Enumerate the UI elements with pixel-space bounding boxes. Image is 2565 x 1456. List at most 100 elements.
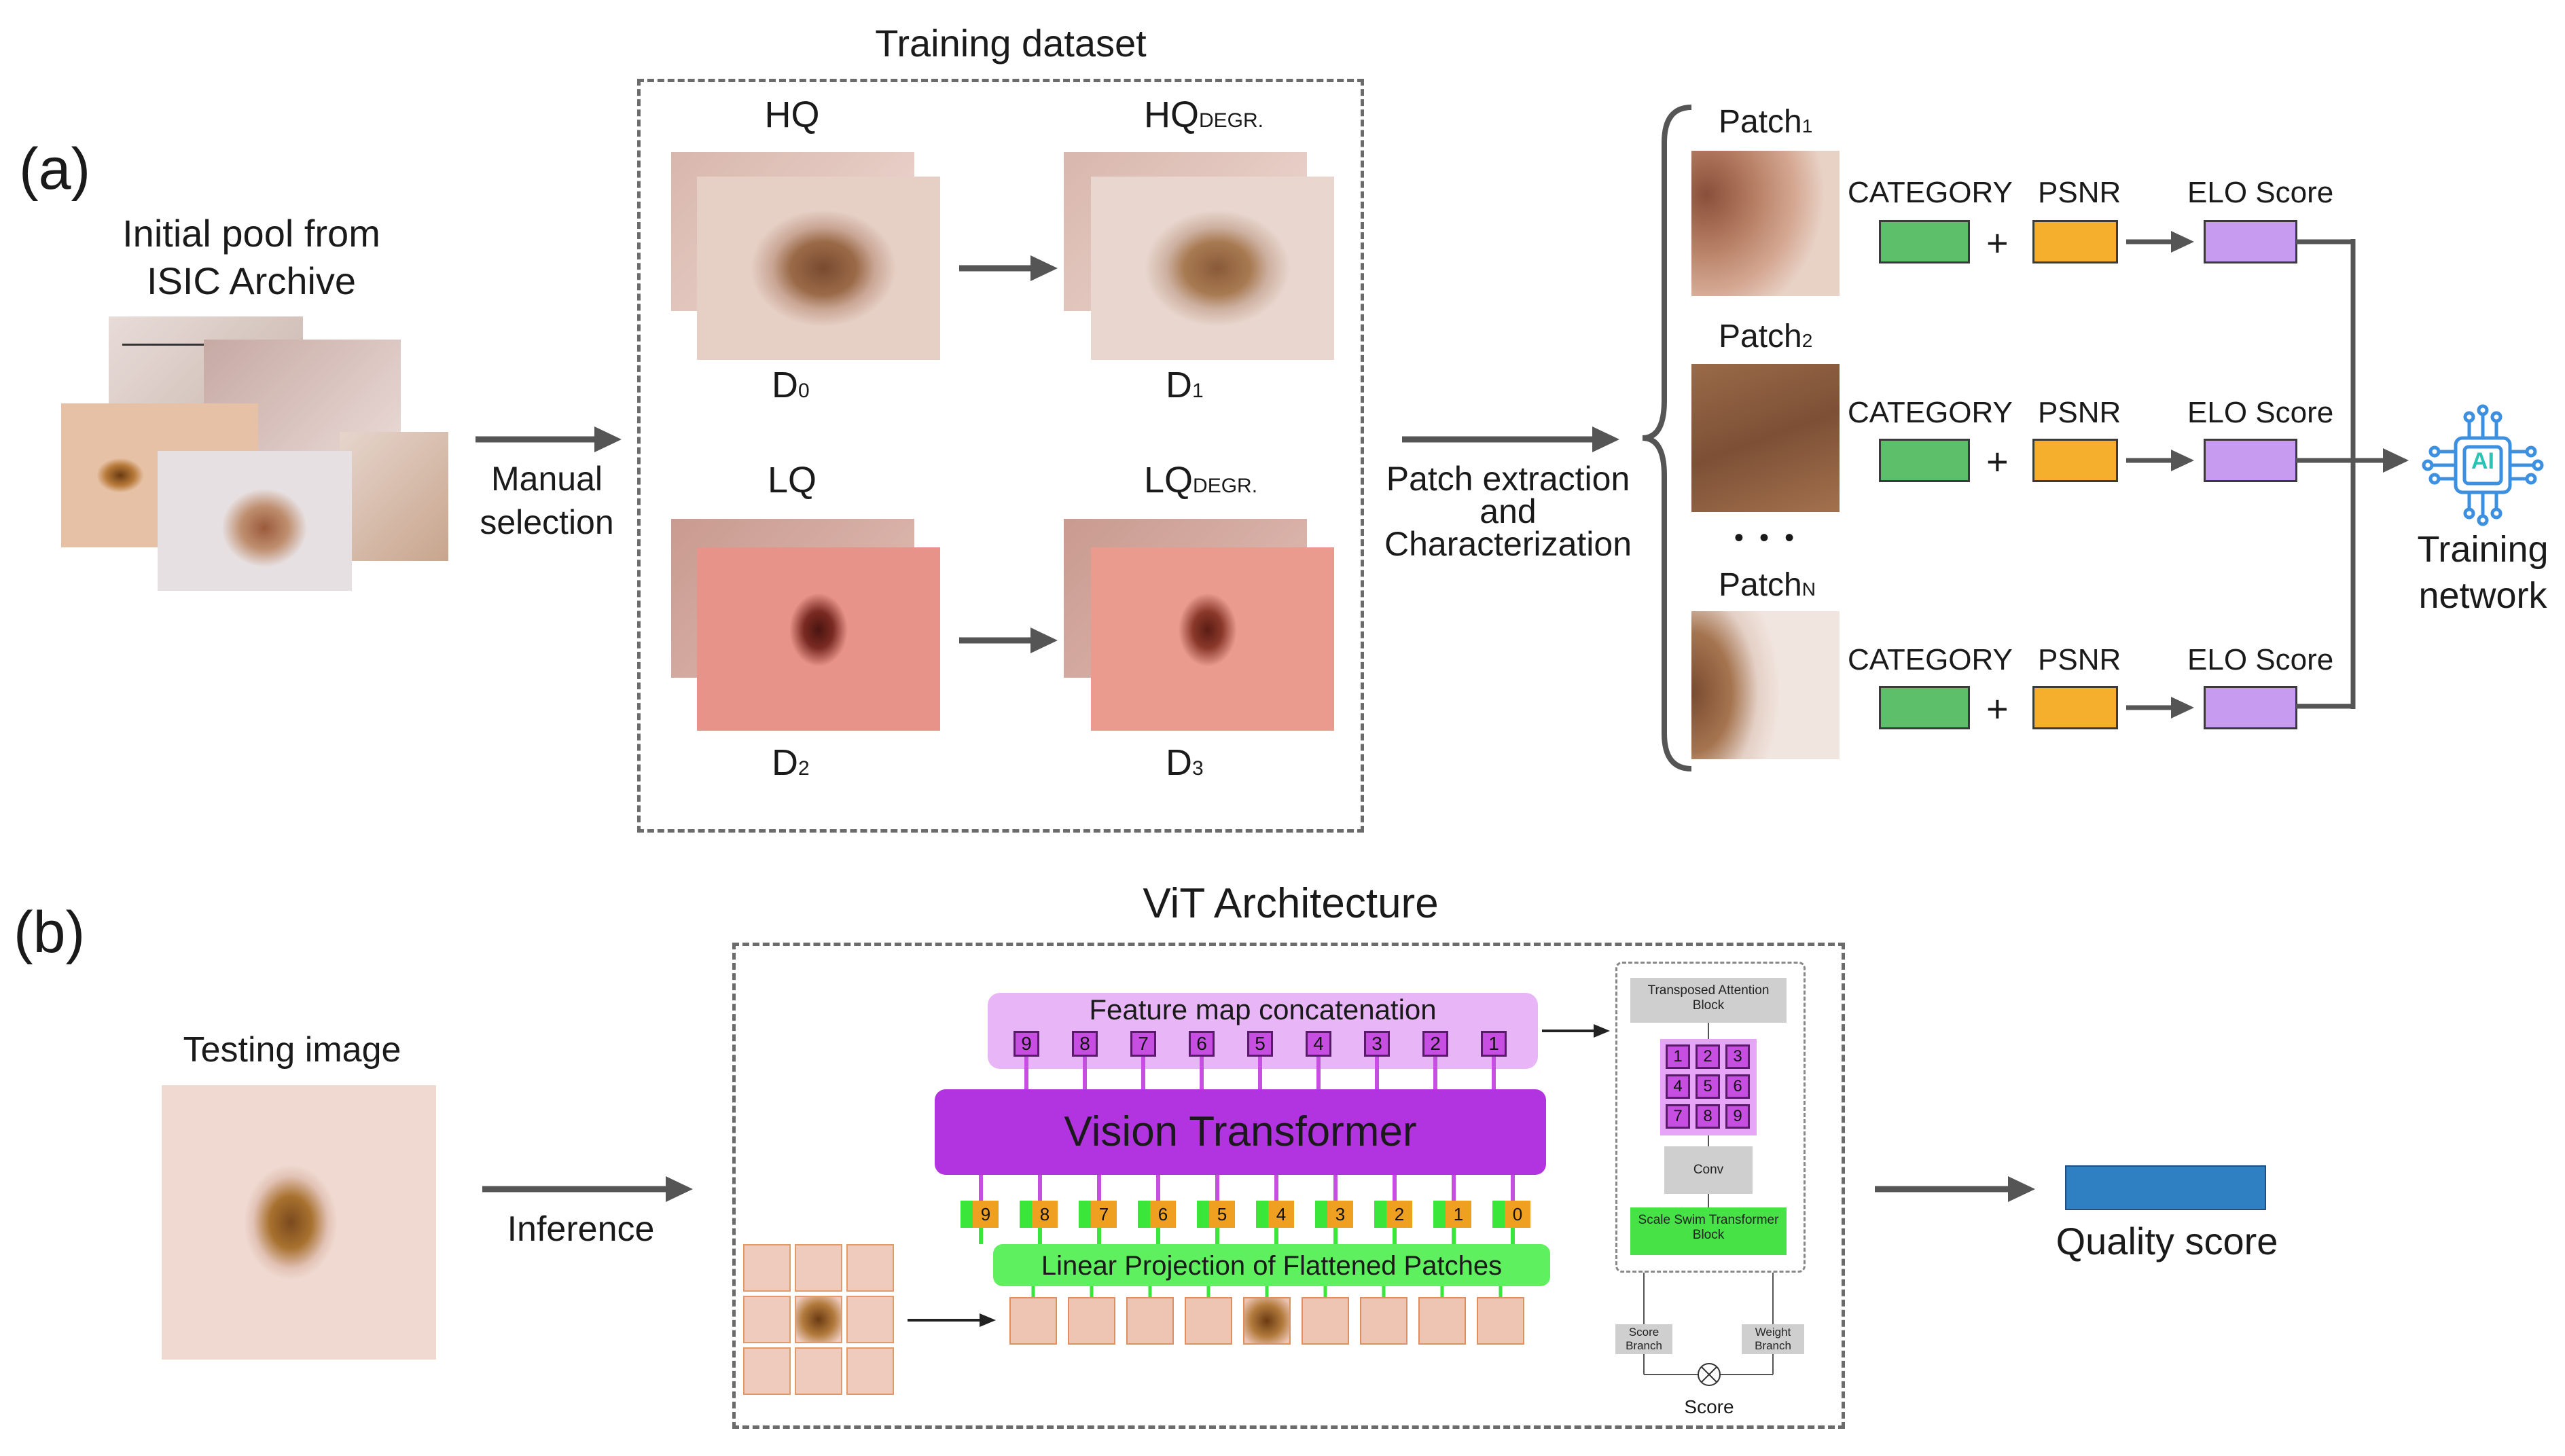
patch-extraction-line2: and [1479,492,1537,530]
hq-label: HQ [764,94,820,135]
token-position-embedding [961,1201,973,1228]
feature-number-9: 9 [1014,1031,1039,1057]
grid-patch [846,1244,894,1292]
dataset-title: Training dataset [875,22,1147,65]
conv-block: Conv [1664,1146,1753,1194]
psnr-label-2: PSNR [2038,396,2121,429]
attention-cell-6: 6 [1725,1074,1750,1099]
grid-patch [743,1347,791,1395]
feature-number-6: 6 [1189,1031,1215,1057]
attention-cell-4: 4 [1666,1074,1690,1099]
token-position-embedding [1492,1201,1505,1228]
flattened-patch [1009,1297,1057,1345]
patch-2-label: Patch2 [1719,318,1813,354]
token-8: 8 [1020,1201,1058,1228]
feature-map-label: Feature map concatenation [1089,994,1437,1025]
lq-degr-label: LQDEGR. [1144,460,1258,500]
flattened-patch [1418,1297,1466,1345]
score-branch: Score Branch [1615,1324,1672,1354]
detail-arrow-3 [1708,1194,1709,1207]
brace [1642,105,1692,771]
linear-projection-label: Linear Projection of Flattened Patches [1041,1251,1503,1281]
branch-connectors [1643,1273,1774,1386]
attention-cell-1: 1 [1666,1044,1690,1069]
token-number: 5 [1209,1201,1235,1228]
elo-label-1: ELO Score [2187,176,2334,209]
grid-patch [846,1296,894,1343]
category-label-2: CATEGORY [1848,396,2013,429]
ai-chip-text: AI [2471,448,2494,474]
psnr-box-n [2032,686,2118,729]
testing-image-title: Testing image [183,1030,401,1070]
token-position-embedding [1079,1201,1091,1228]
token-position-embedding [1197,1201,1209,1228]
connector-to-network [2296,239,2409,709]
psnr-box-1 [2032,220,2118,263]
transposed-attention-block: Transposed Attention Block [1630,978,1787,1023]
feature-number-5: 5 [1247,1031,1273,1057]
elo-box-n [2204,686,2297,729]
plus-n: + [1986,687,2009,730]
elo-box-1 [2204,220,2297,263]
feature-number-7: 7 [1130,1031,1156,1057]
token-number: 7 [1091,1201,1117,1228]
token-number: 9 [973,1201,999,1228]
feature-number-4: 4 [1306,1031,1331,1057]
d3-label: D3 [1166,742,1204,783]
d1-image [1091,177,1334,360]
token-5: 5 [1197,1201,1235,1228]
feature-number-8: 8 [1072,1031,1098,1057]
token-3: 3 [1315,1201,1353,1228]
token-number: 8 [1032,1201,1058,1228]
ellipsis: • • • [1734,523,1799,553]
hq-degr-label: HQDEGR. [1144,94,1264,135]
training-label-line2: network [2418,575,2547,616]
category-box-n [1879,686,1970,729]
token-4: 4 [1256,1201,1294,1228]
arrow-inference [482,1176,693,1202]
inference-label: Inference [507,1209,655,1249]
arrow-psnr-elo-n [2126,697,2194,718]
patch-1-image [1691,151,1840,296]
token-number: 3 [1327,1201,1353,1228]
arrow-psnr-elo-2 [2126,450,2194,471]
plus-2: + [1986,440,2009,483]
token-position-embedding [1256,1201,1268,1228]
manual-label: Manual [491,460,603,498]
token-number: 1 [1446,1201,1471,1228]
pool-title-line1: Initial pool from [122,212,380,255]
arrow-hq [959,255,1058,281]
flattened-patch [1243,1297,1291,1345]
flattened-patch [1360,1297,1407,1345]
grid-patch [743,1296,791,1343]
pool-title-line2: ISIC Archive [146,259,357,302]
grid-patch [743,1244,791,1292]
vit-architecture-box [732,943,1845,1429]
training-dataset-box [637,79,1364,833]
pool-image-5 [340,432,448,561]
weight-branch: Weight Branch [1742,1324,1804,1354]
arrow-grid-to-patches [908,1313,996,1327]
grid-patch-lesion [795,1296,842,1343]
token-number: 0 [1505,1201,1530,1228]
scale-swim-block: Scale Swim Transformer Block [1630,1207,1787,1255]
category-label-1: CATEGORY [1848,176,2013,209]
category-box-1 [1879,220,1970,263]
patch-extraction-line1: Patch extraction [1386,460,1630,498]
training-label-line1: Training [2417,529,2549,570]
psnr-box-2 [2032,439,2118,482]
pool-image-4 [158,451,352,591]
elo-label-n: ELO Score [2187,643,2334,676]
testing-image [162,1085,436,1360]
panel-a-label: (a) [19,136,91,202]
d1-label: D1 [1166,365,1204,405]
grid-patch [795,1244,842,1292]
arrow-patch-extraction [1402,426,1619,452]
attention-detail-panel [1615,962,1806,1273]
selection-label: selection [480,503,614,541]
vit-title: ViT Architecture [1143,880,1439,927]
ai-chip-icon [2422,404,2544,526]
token-number: 4 [1268,1201,1294,1228]
attention-cell-7: 7 [1666,1104,1690,1129]
